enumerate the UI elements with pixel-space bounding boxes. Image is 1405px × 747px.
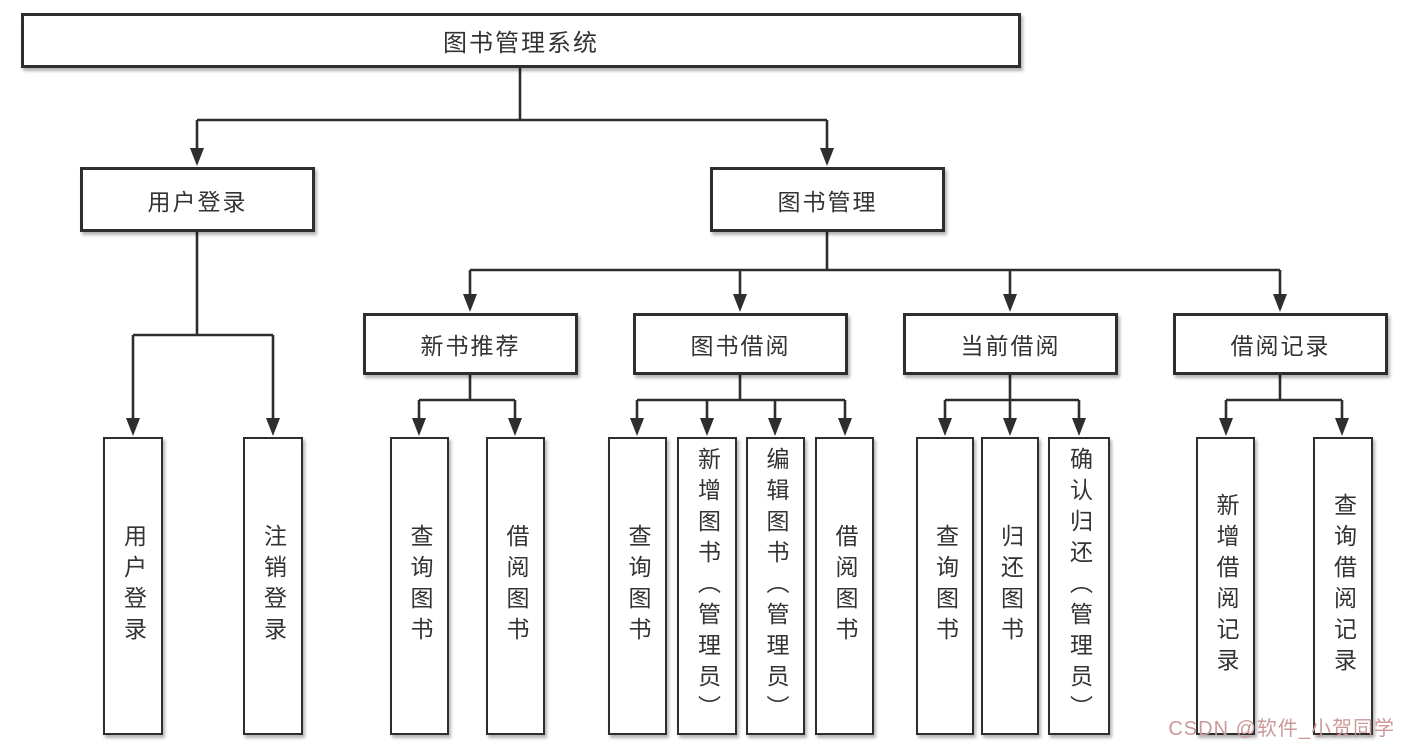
leaf-query-borrow-record: 查询借阅记录: [1313, 437, 1373, 735]
node-label: 注销登录: [260, 524, 287, 648]
node-label: 图书管理系统: [443, 30, 599, 57]
leaf-return-book: 归还图书: [981, 437, 1039, 735]
node-current-borrowing: 当前借阅: [903, 313, 1118, 375]
csdn-watermark: CSDN @软件_小贺同学: [1168, 718, 1395, 740]
leaf-confirm-return-admin: 确认归还（管理员）: [1048, 437, 1110, 735]
arrowheads: [126, 148, 1349, 436]
node-new-book-recommend: 新书推荐: [363, 313, 578, 375]
leaf-add-borrow-record: 新增借阅记录: [1196, 437, 1255, 735]
leaf-query-books: 查询图书: [390, 437, 449, 735]
connector-lines: [131, 68, 1344, 419]
node-book-management: 图书管理: [710, 167, 945, 232]
leaf-add-book-admin: 新增图书（管理员）: [677, 437, 737, 735]
node-label: 用户登录: [147, 188, 248, 215]
node-label: 查询图书: [932, 524, 959, 648]
node-label: 确认归还（管理员）: [1066, 446, 1093, 726]
node-label: 归还图书: [997, 524, 1024, 648]
node-label: 新增图书（管理员）: [694, 446, 721, 726]
leaf-borrow-books: 借阅图书: [486, 437, 545, 735]
node-library-system: 图书管理系统: [21, 13, 1021, 68]
node-label: 编辑图书（管理员）: [763, 446, 789, 726]
node-label: 借阅图书: [503, 524, 529, 648]
node-user-login: 用户登录: [80, 167, 315, 232]
node-label: 用户登录: [120, 524, 147, 648]
node-label: 新书推荐: [420, 333, 521, 359]
leaf-logout: 注销登录: [243, 437, 303, 735]
leaf-query-books: 查询图书: [608, 437, 667, 735]
node-label: 借阅记录: [1230, 333, 1331, 359]
leaf-user-login: 用户登录: [103, 437, 163, 735]
node-label: 借阅图书: [832, 524, 858, 648]
node-book-borrowing: 图书借阅: [633, 313, 848, 375]
node-label: 查询借阅记录: [1330, 493, 1357, 679]
node-borrowing-records: 借阅记录: [1173, 313, 1388, 375]
node-label: 新增借阅记录: [1213, 493, 1239, 679]
node-label: 当前借阅: [960, 333, 1061, 359]
leaf-query-books: 查询图书: [916, 437, 974, 735]
node-label: 图书借阅: [690, 333, 791, 359]
leaf-edit-book-admin: 编辑图书（管理员）: [746, 437, 805, 735]
node-label: 图书管理: [777, 188, 878, 215]
node-label: 查询图书: [625, 524, 651, 648]
node-label: 查询图书: [407, 524, 433, 648]
leaf-borrow-books: 借阅图书: [815, 437, 874, 735]
